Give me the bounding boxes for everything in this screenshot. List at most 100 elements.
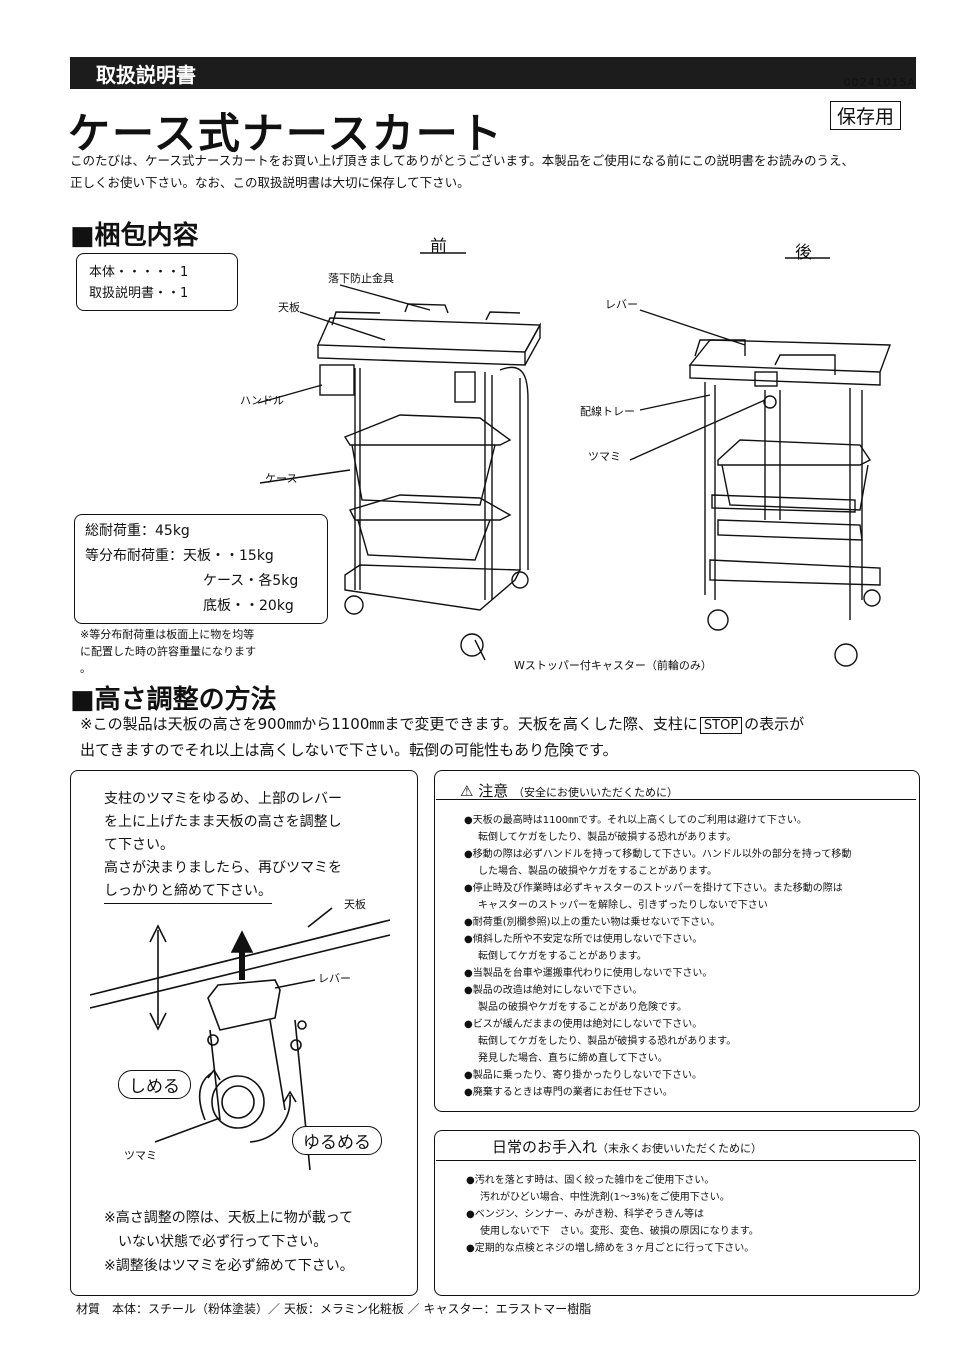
caution-box <box>434 770 920 1112</box>
front-top-board <box>316 317 542 353</box>
back-knob <box>763 395 777 409</box>
list-item-text: ●製品に乗ったり、寄り掛かったりしないで下さい。 <box>464 1070 703 1081</box>
adjust-label-lever: レバー <box>318 972 351 985</box>
lever-shape <box>207 979 281 1031</box>
caution-subtitle: （安全にお使いいただくために） <box>513 786 679 799</box>
page-title: ケース式ナースカート <box>68 109 504 158</box>
list-item-continuation: 製品の破損やケガをすることがあり危険です。 <box>478 1002 687 1013</box>
intro-text: このたびは、ケース式ナースカートをお買い上げ頂きましてありがとうございます。本製… <box>70 150 930 194</box>
list-item-continuation: 転倒してケガをすることがあります。 <box>478 951 647 962</box>
load-dist-top: 等分布耐荷重：天板・・15kg <box>85 548 274 564</box>
list-item: ●製品に乗ったり、寄り掛かったりしないで下さい。 <box>464 1067 914 1084</box>
materials-footer: 材質 本体：スチール（粉体塗装）／ 天板：メラミン化粧板 ／ キャスター：エラス… <box>76 1302 592 1316</box>
adjust-box <box>70 770 418 1296</box>
caution-divider <box>436 799 916 800</box>
adjust-illustration <box>89 907 391 1171</box>
list-item: ●ベンジン、シンナー、みがき粉、科学ぞうきん等は使用しないで下 さい。変形、変色… <box>466 1206 906 1240</box>
care-box <box>434 1130 920 1296</box>
care-subtitle: （末永くお使いいただくために） <box>597 1142 763 1155</box>
adjust-instructions: 支柱のツマミをゆるめ、上部のレバー を上に上げたまま天板の高さを調整し て下さい… <box>104 788 394 904</box>
height-text: ※この製品は天板の高さを900㎜から1100㎜まで変更できます。天板を高くした際… <box>80 712 920 762</box>
list-item: ●ビスが緩んだままの使用は絶対にしないで下さい。転倒してケガをしたり、製品が破損… <box>464 1016 914 1067</box>
list-item: ●廃棄するときは専門の業者にお任せ下さい。 <box>464 1084 914 1101</box>
list-item: ●停止時及び作業時は必ずキャスターのストッパーを掛けて下さい。また移動の際はキャ… <box>464 880 914 914</box>
adjust-line: 高さが決まりましたら、再びツマミを <box>104 860 342 876</box>
package-item: 本体・・・・・1 <box>89 265 189 280</box>
load-dist-case: ケース・各5kg <box>203 573 299 589</box>
cart-illustrations <box>257 252 891 667</box>
list-item: ●定期的な点検とネジの増し締めを３ヶ月ごとに行って下さい。 <box>466 1240 906 1257</box>
adjust-line: て下さい。 <box>104 837 174 853</box>
care-title: 日常のお手入れ <box>492 1138 598 1156</box>
label-fall-guard: 落下防止金具 <box>328 272 394 285</box>
list-item-text: ●定期的な点検とネジの増し締めを３ヶ月ごとに行って下さい。 <box>466 1243 755 1254</box>
load-box: 総耐荷重：45kg 等分布耐荷重：天板・・15kg ケース・各5kg 底板・・2… <box>74 514 328 624</box>
adjust-note: ※高さ調整の際は、天板上に物が載って <box>104 1210 354 1226</box>
label-top-board: 天板 <box>278 301 300 314</box>
label-handle: ハンドル <box>240 394 284 407</box>
list-item-continuation: 使用しないで下 さい。変形、変色、破損の原因になります。 <box>480 1226 759 1237</box>
adjust-label-top: 天板 <box>344 898 366 911</box>
list-item: ●傾斜した所や不安定な所では使用しないで下さい。転倒してケガをすることがあります… <box>464 931 914 965</box>
keep-tag: 保存用 <box>830 101 902 130</box>
adjust-note: ※調整後はツマミを必ず締めて下さい。 <box>104 1258 354 1274</box>
package-heading: ■梱包内容 <box>70 221 199 251</box>
back-case-upper <box>717 439 872 511</box>
caution-title: 注意 <box>478 782 509 800</box>
caution-list: ●天板の最高時は1100㎜です。それ以上高くしてのご利用は避けて下さい。転倒して… <box>464 812 914 1101</box>
adjust-label-knob: ツマミ <box>124 1149 157 1162</box>
list-item: ●天板の最高時は1100㎜です。それ以上高くしてのご利用は避けて下さい。転倒して… <box>464 812 914 846</box>
label-knob: ツマミ <box>588 450 621 463</box>
height-text-b: の表示が <box>744 715 805 733</box>
front-case-upper <box>343 414 512 506</box>
list-item-continuation: 汚れがひどい場合、中性洗剤(1～3%)をご使用下さい。 <box>480 1192 730 1203</box>
list-item-continuation: 転倒してケガをしたり、製品が破損する恐れがあります。 <box>478 832 737 843</box>
front-fall-guard <box>331 303 521 326</box>
document-number: 00241015A <box>843 76 916 89</box>
height-heading: ■高さ調整の方法 <box>70 685 277 715</box>
list-item-text: ●ビスが緩んだままの使用は絶対にしないで下さい。 <box>464 1019 703 1030</box>
adjust-line: 支柱のツマミをゆるめ、上部のレバー <box>104 791 342 807</box>
back-case-lower <box>711 494 863 541</box>
list-item-text: ●ベンジン、シンナー、みがき粉、科学ぞうきん等は <box>466 1209 705 1220</box>
list-item: ●移動の際は必ずハンドルを持って移動して下さい。ハンドル以外の部分を持って移動し… <box>464 846 914 880</box>
caution-header: ⚠ 注意 （安全にお使いいただくために） <box>460 780 678 801</box>
care-list: ●汚れを落とす時は、固く絞った雑巾をご使用下さい。汚れがひどい場合、中性洗剤(1… <box>466 1172 906 1257</box>
list-item-text: ●停止時及び作業時は必ずキャスターのストッパーを掛けて下さい。また移動の際は <box>464 883 843 894</box>
tighten-label: しめる <box>118 1070 191 1099</box>
back-lever <box>694 339 836 375</box>
list-item-continuation: した場合、製品の破損やケガをすることがあります。 <box>478 866 717 877</box>
care-divider <box>436 1160 916 1161</box>
knob-icon <box>211 1075 265 1129</box>
list-item-continuation: 発見した場合、直ちに締め直して下さい。 <box>478 1053 668 1064</box>
back-top-board <box>688 339 891 373</box>
front-caster <box>344 595 364 615</box>
adjust-line: を上に上げたまま天板の高さを調整し <box>104 814 342 830</box>
front-handle <box>319 364 355 396</box>
up-down-arrow-icon <box>149 924 167 1031</box>
list-item-text: ●汚れを落とす時は、固く絞った雑巾をご使用下さい。 <box>466 1175 715 1186</box>
care-header: 日常のお手入れ（末永くお使いいただくために） <box>492 1136 762 1157</box>
package-item: 取扱説明書・・1 <box>89 286 189 301</box>
package-box: 本体・・・・・1 取扱説明書・・1 <box>76 253 238 311</box>
list-item-text: ●耐荷重(別欄参照)以上の重たい物は乗せないで下さい。 <box>464 917 721 928</box>
front-case-lower <box>349 494 512 561</box>
load-note: ※等分布耐荷重は板面上に物を均等 に配置した時の許容重量になります 。 <box>80 626 320 677</box>
stop-marker: STOP <box>699 717 743 734</box>
label-lever: レバー <box>605 298 638 311</box>
back-frame <box>704 382 863 620</box>
list-item: ●当製品を台車や運搬車代わりに使用しないで下さい。 <box>464 965 914 982</box>
list-item-text: ●天板の最高時は1100㎜です。それ以上高くしてのご利用は避けて下さい。 <box>464 815 807 826</box>
header-label: 取扱説明書 <box>96 63 196 87</box>
loosen-label: ゆるめる <box>292 1126 382 1155</box>
back-post <box>764 390 781 520</box>
header-bar: 取扱説明書 <box>70 57 916 89</box>
list-item-continuation: キャスターのストッパーを解除し、引きずったりしないで下さい <box>478 900 768 911</box>
list-item-continuation: 転倒してケガをしたり、製品が破損する恐れがあります。 <box>478 1036 737 1047</box>
list-item-text: ●移動の際は必ずハンドルを持って移動して下さい。ハンドル以外の部分を持って移動 <box>464 849 852 860</box>
back-heading: 後 <box>795 243 812 263</box>
list-item-text: ●製品の改造は絶対にしないで下さい。 <box>464 985 643 996</box>
loosen-arrow-icon <box>249 1090 297 1143</box>
load-note-line: 。 <box>80 662 91 675</box>
load-note-line: ※等分布耐荷重は板面上に物を均等 <box>80 628 255 641</box>
